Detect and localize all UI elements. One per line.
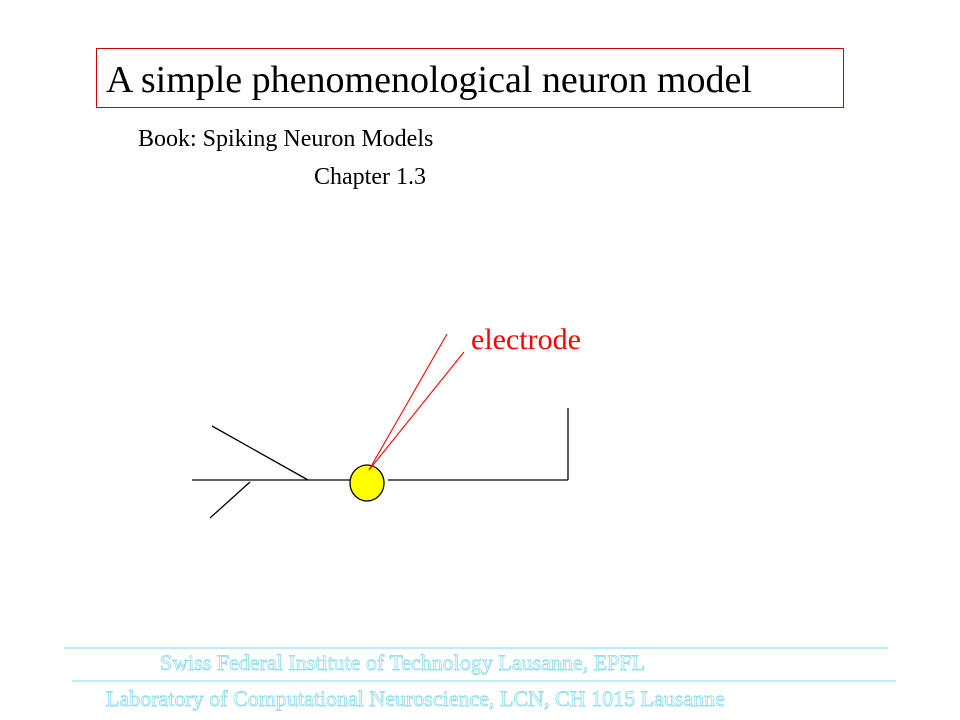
footer-institution: Swiss Federal Institute of Technology La… (160, 650, 646, 676)
title-box (96, 48, 844, 108)
electrode-line-left (368, 333, 448, 471)
chapter-reference: Chapter 1.3 (314, 164, 426, 190)
electrode-label: electrode (471, 323, 581, 356)
book-reference: Book: Spiking Neuron Models (138, 126, 434, 152)
soma (349, 464, 385, 502)
dendrite-upper (211, 425, 309, 481)
footer-laboratory: Laboratory of Computational Neuroscience… (106, 686, 726, 712)
dendrite-lower (209, 481, 251, 519)
slide-title: A simple phenomenological neuron model (106, 59, 752, 101)
electrode-line-right (368, 351, 465, 471)
